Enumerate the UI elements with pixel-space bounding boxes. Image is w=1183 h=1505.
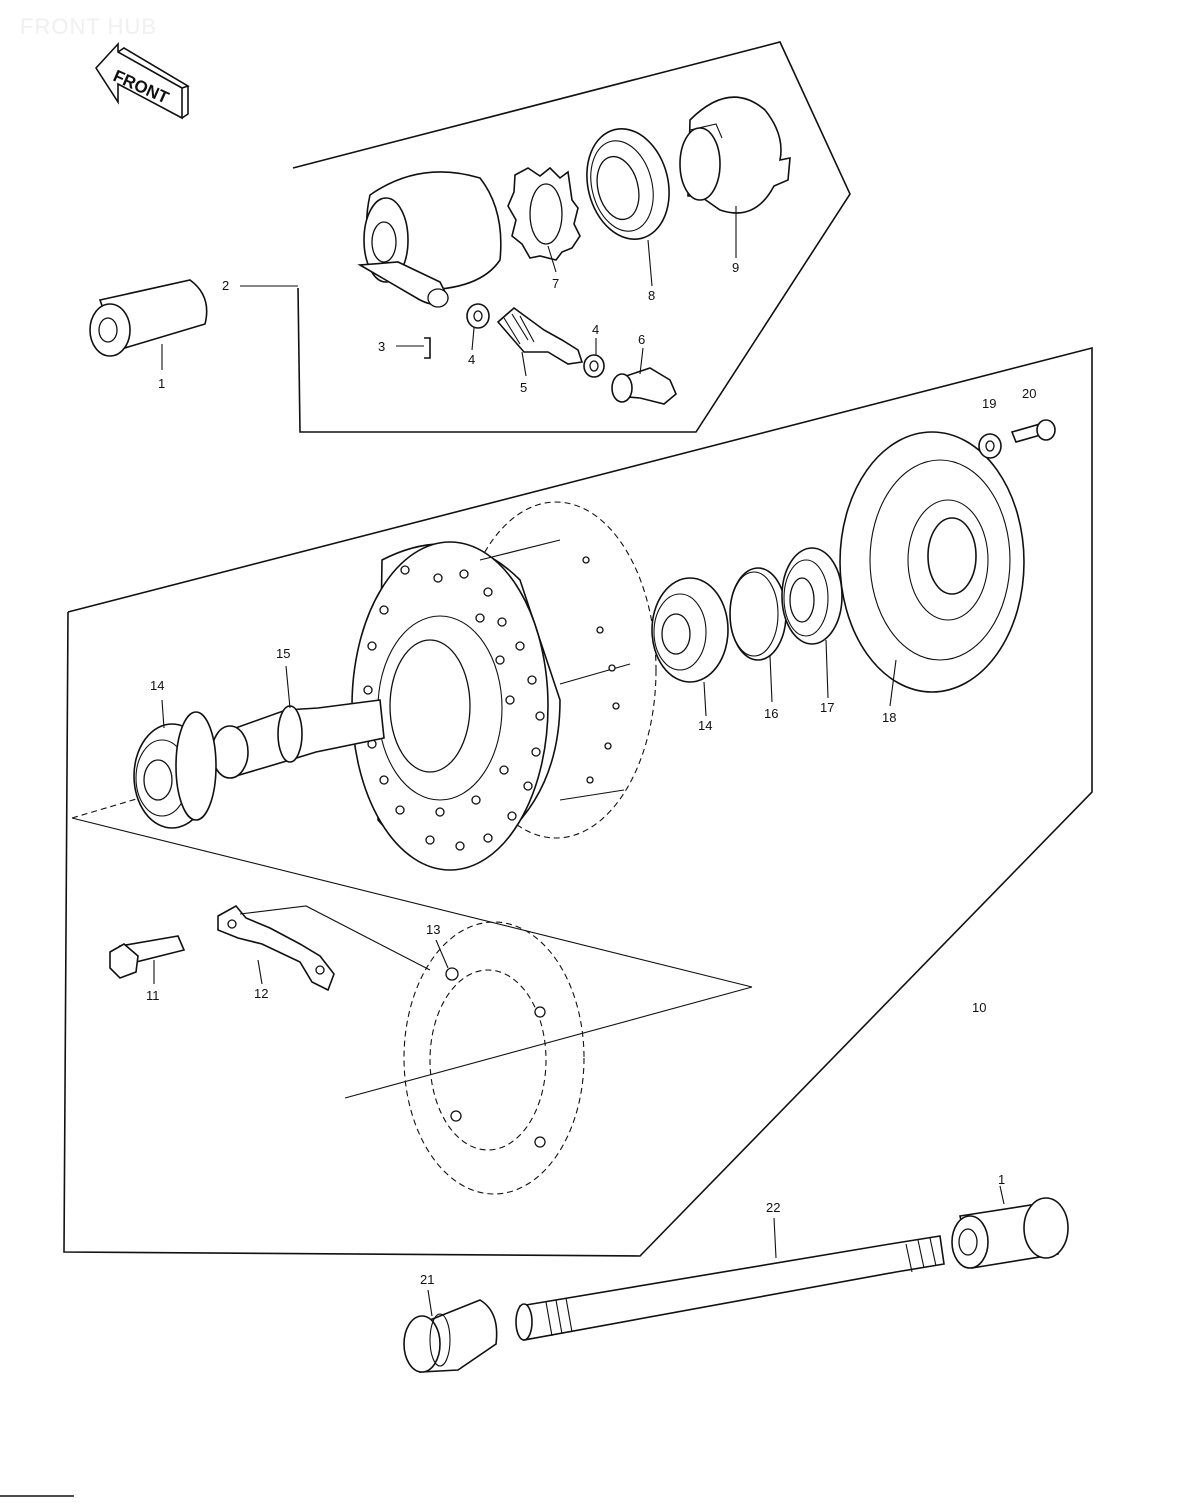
page-title: FRONT HUB [20, 14, 157, 39]
gear-retainer [679, 96, 791, 214]
cover-screw [1010, 419, 1056, 443]
ball-bearing-right [651, 577, 729, 683]
gear-bushing [611, 367, 677, 405]
screw-washer [978, 433, 1002, 459]
callout-4-left: 4 [468, 352, 475, 367]
distance-collar [211, 699, 385, 779]
callout-9: 9 [732, 260, 739, 275]
callout-6: 6 [638, 332, 645, 347]
callout-1-right: 1 [998, 1172, 1005, 1187]
spoke-hole-pattern [363, 556, 620, 851]
callout-20: 20 [1022, 386, 1036, 401]
axle-collar-right [951, 1197, 1069, 1269]
leader-lines [153, 206, 1005, 1317]
callout-3: 3 [378, 339, 385, 354]
speedometer-gear-housing [357, 171, 502, 308]
retaining-clip [424, 337, 431, 359]
callout-12: 12 [254, 986, 268, 1001]
pinion-gear [496, 306, 584, 365]
speedometer-drive-gear [507, 166, 581, 261]
hub-group-outline [63, 346, 1093, 1257]
callout-2: 2 [222, 278, 229, 293]
axle-nut [403, 1299, 498, 1373]
ball-bearing-left [133, 711, 217, 829]
callout-15: 15 [276, 646, 290, 661]
callout-14-left: 14 [150, 678, 164, 693]
callout-13: 13 [426, 922, 440, 937]
projection-line-left [71, 817, 753, 988]
callout-7: 7 [552, 276, 559, 291]
projection-line-lower [344, 986, 753, 1099]
projection-line-upper [71, 794, 151, 819]
brake-drum-plate [403, 921, 585, 1195]
torque-stopper [217, 904, 431, 992]
callout-19: 19 [982, 396, 996, 411]
callout-14-right: 14 [698, 718, 712, 733]
callout-10: 10 [972, 1000, 986, 1015]
oil-seal [586, 128, 670, 240]
callout-5: 5 [520, 380, 527, 395]
hub-cover-plate [839, 431, 1025, 693]
upper-group-outline [292, 41, 851, 433]
axle-collar-left [89, 279, 208, 357]
brake-panel-bolt [109, 935, 186, 979]
grease-seal [781, 547, 843, 645]
front-direction-arrow-icon: FRONT [94, 41, 190, 120]
callout-1: 1 [158, 376, 165, 391]
callout-4-right: 4 [592, 322, 599, 337]
front-axle [515, 1235, 945, 1341]
wheel-hub [351, 501, 657, 871]
washer-left [466, 303, 490, 329]
callout-11: 11 [146, 988, 160, 1003]
callout-17: 17 [820, 700, 834, 715]
callout-8: 8 [648, 288, 655, 303]
callout-18: 18 [882, 710, 896, 725]
callout-16: 16 [764, 706, 778, 721]
washer-right [583, 354, 605, 378]
circlip [729, 567, 787, 661]
callout-21: 21 [420, 1272, 434, 1287]
callout-22: 22 [766, 1200, 780, 1215]
